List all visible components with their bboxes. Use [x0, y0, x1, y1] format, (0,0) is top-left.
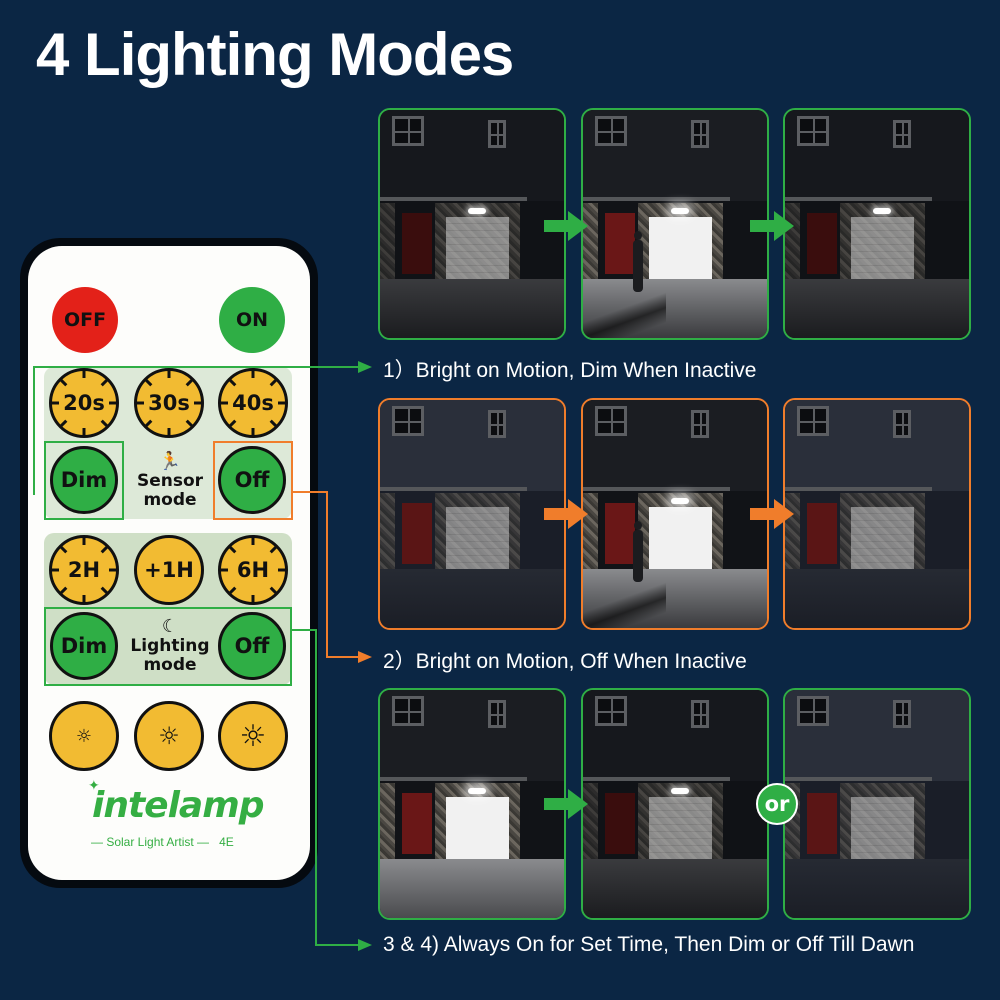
- dial-tick: [144, 378, 153, 387]
- dial-tick: [59, 378, 68, 387]
- dial-tick: [220, 568, 228, 572]
- lighting-off-button[interactable]: Off: [218, 612, 286, 680]
- or-badge: or: [756, 783, 798, 825]
- arrow-right-icon: [750, 211, 794, 241]
- dial-tick: [278, 568, 286, 572]
- brightness-low-button[interactable]: ☼: [49, 701, 119, 771]
- brand-tagline: — Solar Light Artist — 4E: [91, 835, 234, 849]
- lighting-timer-6h-button[interactable]: 6H: [218, 535, 288, 605]
- brightness-medium-icon: ☼: [158, 722, 180, 750]
- dial-tick: [228, 586, 237, 595]
- mode1-caption: 1）Bright on Motion, Dim When Inactive: [383, 359, 757, 382]
- mode1-frame-dim-again: [783, 108, 971, 340]
- dial-tick: [59, 586, 68, 595]
- mode2-frame-bright: [581, 398, 769, 630]
- moon-icon: ☾: [161, 616, 179, 637]
- lighting-dim-button[interactable]: Dim: [50, 612, 118, 680]
- dial-tick: [100, 586, 109, 595]
- dial-tick: [51, 401, 59, 405]
- dial-tick: [185, 378, 194, 387]
- lighting-mode-label: ☾ Lighting mode: [120, 617, 220, 675]
- mode2-frame-off-again: [783, 398, 971, 630]
- sensor-mode-label: 🏃 Sensor mode: [126, 452, 214, 510]
- arrow-right-icon: [544, 499, 588, 529]
- dial-tick: [269, 545, 278, 554]
- lighting-mode-highlight: [44, 607, 292, 686]
- dial-tick: [228, 545, 237, 554]
- dial-tick: [194, 401, 202, 405]
- lighting-timer-plus1h-button[interactable]: +1H: [134, 535, 204, 605]
- dial-tick: [100, 419, 109, 428]
- mode1-frame-dim: [378, 108, 566, 340]
- dial-tick: [51, 568, 59, 572]
- sensor-timer-20s-button[interactable]: 20s: [49, 368, 119, 438]
- sensor-dim-highlight: [44, 441, 124, 520]
- dial-tick: [251, 370, 255, 378]
- dial-tick: [269, 378, 278, 387]
- lighting-timer-2h-button[interactable]: 2H: [49, 535, 119, 605]
- power-on-button[interactable]: ON: [219, 287, 285, 353]
- mode3-frame-bright: [378, 688, 566, 920]
- page-title: 4 Lighting Modes: [36, 21, 514, 88]
- dial-tick: [251, 428, 255, 436]
- dial-tick: [109, 401, 117, 405]
- brightness-high-icon: ☼: [239, 718, 267, 754]
- dial-tick: [59, 419, 68, 428]
- mode3-frame-dim: [581, 688, 769, 920]
- sensor-off-highlight: [213, 441, 293, 520]
- mode1-frame-bright: [581, 108, 769, 340]
- brightness-high-button[interactable]: ☼: [218, 701, 288, 771]
- sensor-timer-30s-button[interactable]: 30s: [134, 368, 204, 438]
- dial-tick: [167, 428, 171, 436]
- dial-tick: [82, 595, 86, 603]
- mode2-frame-off: [378, 398, 566, 630]
- dial-tick: [82, 428, 86, 436]
- dial-tick: [228, 378, 237, 387]
- dial-tick: [109, 568, 117, 572]
- mode3-4-caption: 3 & 4) Always On for Set Time, Then Dim …: [383, 933, 915, 956]
- arrow-right-icon: [544, 789, 588, 819]
- dial-tick: [251, 595, 255, 603]
- dial-tick: [220, 401, 228, 405]
- power-off-button[interactable]: OFF: [52, 287, 118, 353]
- dial-tick: [278, 401, 286, 405]
- dial-tick: [228, 419, 237, 428]
- dial-tick: [167, 370, 171, 378]
- dial-tick: [136, 401, 144, 405]
- mode3-frame-off: [783, 688, 971, 920]
- running-person-icon: 🏃: [158, 451, 182, 472]
- dial-tick: [100, 378, 109, 387]
- dial-tick: [59, 545, 68, 554]
- dial-tick: [82, 537, 86, 545]
- brightness-low-icon: ☼: [75, 725, 93, 747]
- dial-tick: [269, 419, 278, 428]
- sparkle-icon: ✦: [88, 778, 100, 794]
- arrow-right-icon: [544, 211, 588, 241]
- dial-tick: [100, 545, 109, 554]
- mode2-caption: 2）Bright on Motion, Off When Inactive: [383, 650, 747, 673]
- dial-tick: [251, 537, 255, 545]
- dial-tick: [269, 586, 278, 595]
- arrow-right-icon: [750, 499, 794, 529]
- sensor-timer-40s-button[interactable]: 40s: [218, 368, 288, 438]
- brightness-medium-button[interactable]: ☼: [134, 701, 204, 771]
- dial-tick: [144, 419, 153, 428]
- brand-logo: intelamp: [92, 785, 265, 826]
- dial-tick: [185, 419, 194, 428]
- dial-tick: [82, 370, 86, 378]
